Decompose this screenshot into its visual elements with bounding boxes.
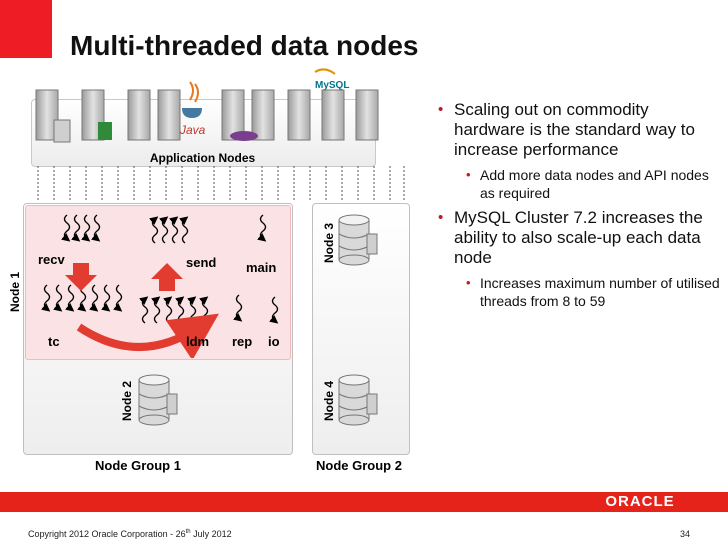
thread-label-send: send bbox=[186, 255, 217, 270]
thread-icon bbox=[113, 284, 123, 312]
curved-arrow-icon bbox=[76, 313, 219, 358]
page-number: 34 bbox=[680, 529, 691, 539]
slide-title: Multi-threaded data nodes bbox=[70, 30, 419, 61]
database-icon bbox=[338, 374, 378, 426]
sub-bullet-item: Add more data nodes and API nodes as req… bbox=[432, 166, 722, 202]
oracle-logo: ORACLE bbox=[605, 493, 675, 510]
java-label: Java bbox=[179, 123, 206, 137]
network-connectors bbox=[37, 166, 405, 202]
thread-icon bbox=[159, 216, 169, 244]
database-icon bbox=[138, 374, 178, 426]
node-1-label: Node 1 bbox=[8, 271, 22, 312]
sub-bullet-item: Increases maximum number of utilised thr… bbox=[432, 274, 722, 310]
thread-icon bbox=[101, 284, 111, 312]
thread-icon bbox=[233, 294, 243, 322]
thread-icon bbox=[139, 296, 149, 324]
thread-icon bbox=[81, 214, 91, 242]
thread-icon bbox=[41, 284, 51, 312]
red-corner-tab bbox=[0, 0, 52, 58]
thread-label-rep: rep bbox=[232, 334, 253, 349]
thread-icon bbox=[175, 296, 185, 324]
server-icon bbox=[230, 89, 275, 141]
node-3-label: Node 3 bbox=[322, 222, 336, 263]
server-icon bbox=[157, 89, 181, 141]
thread-label-tc: tc bbox=[48, 334, 60, 349]
thread-icon bbox=[149, 216, 159, 244]
server-icon bbox=[321, 89, 345, 141]
copyright-prefix: Copyright 2012 Oracle Corporation - 26 bbox=[28, 529, 186, 539]
thread-icon bbox=[169, 216, 179, 244]
java-logo bbox=[182, 81, 202, 118]
server-icon bbox=[287, 89, 311, 141]
thread-icon bbox=[61, 214, 71, 242]
thread-icon bbox=[89, 284, 99, 312]
thread-icon bbox=[179, 216, 189, 244]
bullet-item: MySQL Cluster 7.2 increases the ability … bbox=[432, 208, 722, 268]
server-icon bbox=[221, 89, 245, 141]
copyright-suffix: July 2012 bbox=[190, 529, 232, 539]
application-nodes-label: Application Nodes bbox=[149, 151, 256, 165]
thread-icon bbox=[71, 214, 81, 242]
thread-icon bbox=[65, 284, 75, 312]
copyright-sup: th bbox=[185, 529, 191, 535]
copyright-text: Copyright 2012 Oracle Corporation - 26th… bbox=[28, 529, 232, 539]
node-2-label: Node 2 bbox=[120, 380, 134, 421]
node-4-label: Node 4 bbox=[322, 380, 336, 421]
thread-label-recv: recv bbox=[38, 252, 65, 267]
bullet-list: Scaling out on commodity hardware is the… bbox=[432, 100, 722, 316]
down-arrow-icon bbox=[65, 263, 97, 291]
node-group-1-label: Node Group 1 bbox=[95, 458, 181, 473]
thread-icon bbox=[269, 296, 279, 324]
thread-diagram bbox=[41, 214, 279, 358]
server-icon bbox=[81, 89, 112, 141]
application-servers-illustration: Java MySQL bbox=[35, 68, 379, 143]
mysql-logo bbox=[314, 68, 336, 75]
thread-icon bbox=[257, 214, 267, 242]
mysql-label: MySQL bbox=[315, 80, 349, 91]
bullet-item: Scaling out on commodity hardware is the… bbox=[432, 100, 722, 160]
thread-label-ldm: ldm bbox=[186, 334, 210, 349]
server-icon bbox=[127, 89, 151, 141]
thread-label-main: main bbox=[246, 260, 277, 275]
database-icon bbox=[338, 214, 378, 266]
thread-label-io: io bbox=[268, 334, 280, 349]
thread-icon bbox=[187, 296, 197, 324]
up-arrow-icon bbox=[151, 263, 183, 291]
footer-bar bbox=[0, 492, 728, 512]
thread-icon bbox=[163, 296, 173, 324]
server-icon bbox=[355, 89, 379, 141]
thread-icon bbox=[151, 296, 161, 324]
thread-icon bbox=[91, 214, 101, 242]
node-group-2-label: Node Group 2 bbox=[316, 458, 402, 473]
server-icon bbox=[35, 89, 71, 143]
thread-icon bbox=[53, 284, 63, 312]
thread-icon bbox=[199, 296, 209, 324]
